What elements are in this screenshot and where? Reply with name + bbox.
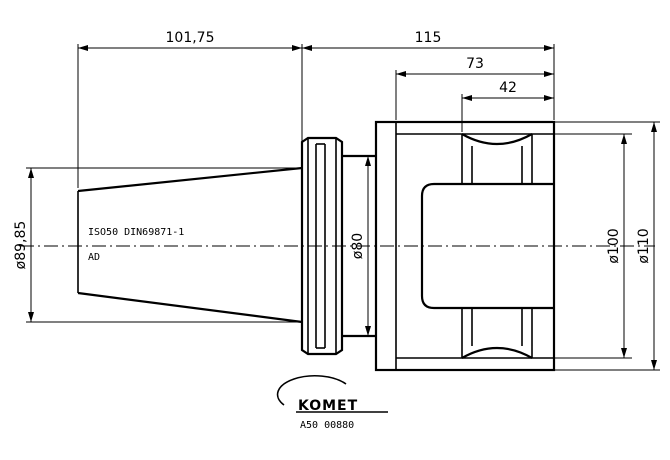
taper-form-label: AD <box>88 252 100 263</box>
svg-text:ø100: ø100 <box>606 228 622 263</box>
taper-standard-label: ISO50 DIN69871-1 <box>88 227 184 238</box>
svg-text:115: 115 <box>415 30 442 46</box>
dimension-73: 73 <box>395 56 554 120</box>
taper-body <box>77 166 303 324</box>
dimension-115: 115 <box>302 30 555 120</box>
flange-collar <box>300 136 344 356</box>
svg-text:ø80: ø80 <box>350 233 366 259</box>
dimension-dia-100: ø100 <box>554 133 632 359</box>
dimension-dia-89-85: ø89,85 <box>13 167 300 323</box>
svg-text:42: 42 <box>499 80 517 96</box>
dimension-dia-80: ø80 <box>350 156 371 336</box>
svg-text:73: 73 <box>466 56 484 72</box>
dimension-dia-110: ø110 <box>554 121 660 371</box>
neck-section <box>342 154 376 338</box>
dimension-42: 42 <box>461 80 554 132</box>
head-body <box>374 120 556 372</box>
svg-text:ø89,85: ø89,85 <box>13 221 29 270</box>
svg-text:ø110: ø110 <box>636 228 652 263</box>
komet-logo: KOMET <box>276 375 388 414</box>
svg-text:101,75: 101,75 <box>166 30 215 46</box>
dimension-101-75: 101,75 <box>77 30 303 188</box>
svg-text:KOMET: KOMET <box>298 398 358 414</box>
logo-article-code: A50 00880 <box>300 420 354 431</box>
